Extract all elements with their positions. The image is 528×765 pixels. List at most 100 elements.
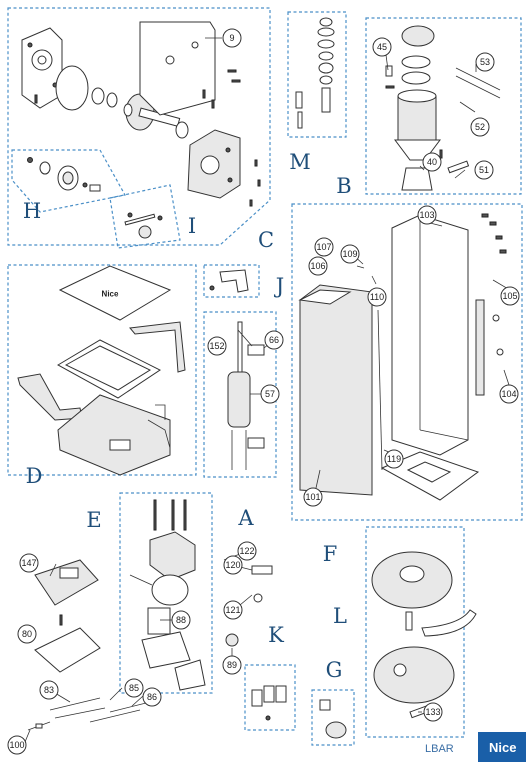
callout-100: 100 [7,735,27,755]
group-h-border [11,149,126,213]
group-label-i: I [188,214,196,238]
encoder-parts [225,565,273,647]
cabinet-front-panel [298,284,373,496]
bearing-1 [91,87,105,105]
callout-89: 89 [222,655,242,675]
svg-text:119: 119 [387,454,401,464]
callout-122: 122 [237,541,257,561]
board-bracket-80 [34,614,101,673]
svg-text:110: 110 [370,292,384,302]
cabinet-frame [391,214,469,456]
screws-c [34,69,261,207]
svg-text:147: 147 [21,558,36,568]
base-plate-f [380,451,480,501]
svg-text:89: 89 [227,660,237,670]
control-board-147 [34,559,99,606]
fuse-set-k [251,685,287,721]
svg-text:40: 40 [427,157,437,167]
gasket-frame [56,339,161,399]
group-label-c: C [258,228,274,252]
group-j-border [203,264,260,298]
group-g-border [311,689,355,746]
callout-107: 107 [314,237,334,257]
svg-text:101: 101 [305,492,320,502]
svg-text:9: 9 [229,33,234,43]
callout-40: 40 [422,152,442,172]
group-label-e: E [86,508,101,532]
callout-86: 86 [142,687,162,707]
svg-text:88: 88 [176,615,186,625]
callout-101: 101 [303,487,323,507]
callout-51: 51 [474,160,494,180]
callout-80: 80 [17,624,37,644]
gasket-ring [55,65,89,111]
bearing-2 [106,92,118,108]
callout-45: 45 [372,37,392,57]
svg-text:152: 152 [209,341,224,351]
output-shaft-gear [123,93,181,131]
svg-text:45: 45 [377,42,387,52]
worm-gear-assembly [27,157,101,192]
group-label-a: A [237,506,254,530]
bearing-3 [175,121,189,139]
callout-133: 133 [423,702,443,722]
keys-d [147,404,171,449]
callout-147: 147 [19,553,39,573]
group-c-border [7,7,271,246]
group-label-k: K [268,623,284,647]
group-k-border [244,664,296,731]
svg-text:133: 133 [425,707,440,717]
group-label-j: J [274,274,284,298]
side-strip-left [17,373,83,421]
svg-text:105: 105 [502,291,517,301]
foam-strip [475,299,485,396]
group-label-b: B [336,174,351,198]
svg-text:120: 120 [225,560,240,570]
group-label-l: L [333,604,347,628]
model-label: LBAR [425,743,454,755]
group-i-border [109,184,181,249]
screws-f [481,213,507,356]
callout-103: 103 [417,205,437,225]
base-cover [57,394,171,476]
svg-text:103: 103 [419,210,434,220]
callout-66: 66 [264,330,284,350]
group-e-border [119,492,213,694]
shaft-kit-m [295,17,335,129]
group-label-f: F [323,542,338,566]
cables-83-85-86 [49,697,151,723]
capacitor-wiring [447,67,501,174]
side-strip-right [129,321,186,373]
group-label-m: M [289,150,311,174]
svg-text:53: 53 [480,57,490,67]
callout-110: 110 [367,287,387,307]
svg-text:100: 100 [9,740,24,750]
callout-104: 104 [499,384,519,404]
group-b-border [365,17,522,195]
control-unit-e [129,499,206,691]
key-lock-g [319,699,347,739]
svg-text:122: 122 [239,546,254,556]
svg-text:80: 80 [22,629,32,639]
svg-text:107: 107 [316,242,331,252]
gearbox-housing-left [21,27,63,109]
svg-text:121: 121 [225,605,240,615]
callout-53: 53 [475,52,495,72]
callout-119: 119 [384,449,404,469]
svg-text:Nice: Nice [102,290,119,299]
svg-text:106: 106 [310,261,325,271]
lid-l [371,551,477,719]
callout-85: 85 [124,678,144,698]
callout-57: 57 [260,384,280,404]
brand-logo: Nice [478,732,526,762]
mounting-plate [139,21,216,116]
svg-text:83: 83 [44,685,54,695]
svg-text:52: 52 [475,122,485,132]
svg-text:104: 104 [501,389,516,399]
group-d-border [7,264,197,476]
callout-120: 120 [223,555,243,575]
group-labels: M B H I C J D A E F L K G [23,150,352,682]
battery-kit [227,321,265,470]
top-cover: Nice [58,265,172,321]
